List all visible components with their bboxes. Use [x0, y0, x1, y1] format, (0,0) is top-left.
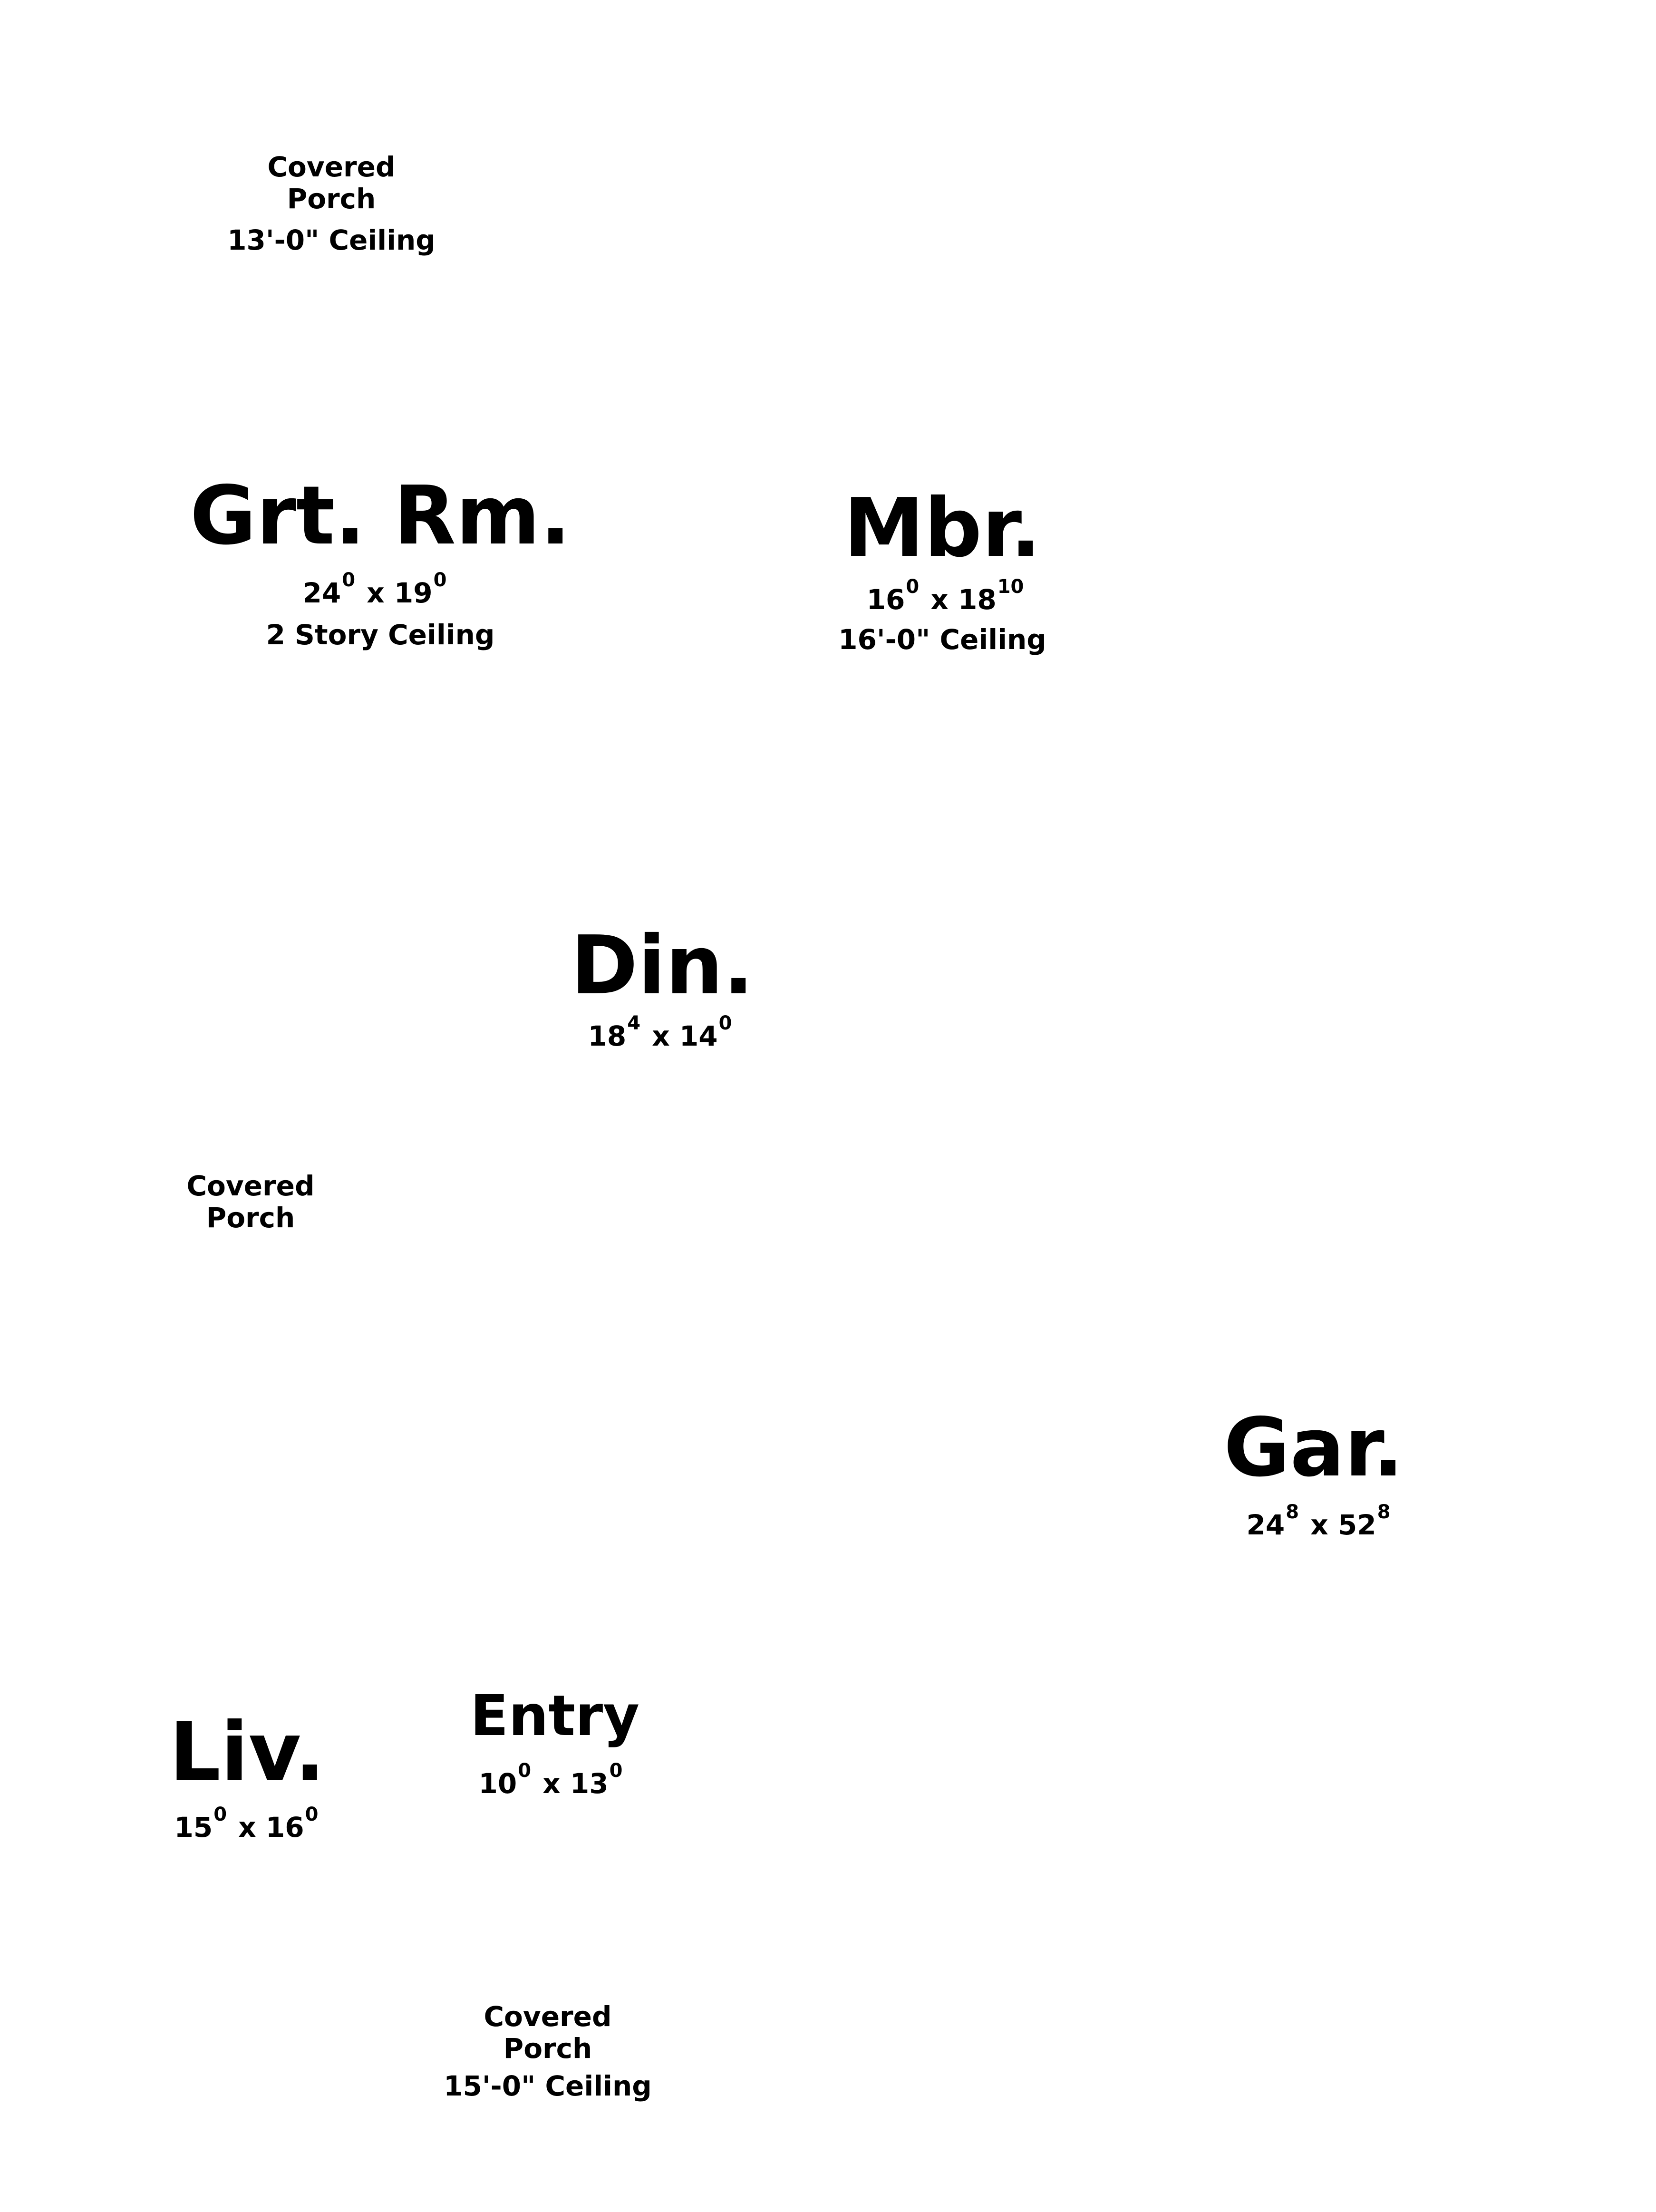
- covered-porch-top-label: Covered Porch 13'-0" Ceiling: [227, 151, 436, 256]
- porch-top-line2: Porch: [287, 183, 376, 215]
- covered-porch-mid-label: Covered Porch: [186, 1170, 314, 1234]
- master-bedroom-ceiling: 16'-0" Ceiling: [838, 623, 1046, 656]
- entry-title: Entry: [470, 1683, 640, 1748]
- entry-dimensions: 100 x 130: [478, 1760, 623, 1800]
- master-bedroom-title: Mbr.: [843, 481, 1041, 575]
- porch-bottom-line1: Covered: [484, 2000, 612, 2033]
- living-title: Liv.: [169, 1705, 326, 1799]
- great-room-title: Grt. Rm.: [190, 469, 571, 563]
- porch-mid-line2: Porch: [206, 1202, 295, 1234]
- covered-porch-bottom-label: Covered Porch 15'-0" Ceiling: [444, 2001, 652, 2102]
- garage-title: Gar.: [1223, 1401, 1404, 1495]
- porch-top-line1: Covered: [267, 151, 396, 183]
- living-dimensions: 150 x 160: [174, 1804, 319, 1843]
- garage-dimensions: 248 x 528: [1246, 1501, 1391, 1541]
- dining-dimensions: 184 x 140: [588, 1012, 732, 1052]
- master-bedroom-dimensions: 160 x 1810: [866, 576, 1024, 616]
- dining-title: Din.: [571, 919, 754, 1013]
- porch-top-ceiling: 13'-0" Ceiling: [227, 224, 436, 256]
- porch-bottom-line2: Porch: [503, 2032, 592, 2065]
- porch-bottom-ceiling: 15'-0" Ceiling: [444, 2070, 652, 2102]
- great-room-ceiling: 2 Story Ceiling: [266, 619, 495, 651]
- porch-mid-line1: Covered: [186, 1170, 315, 1202]
- great-room-dimensions: 240 x 190: [302, 569, 447, 609]
